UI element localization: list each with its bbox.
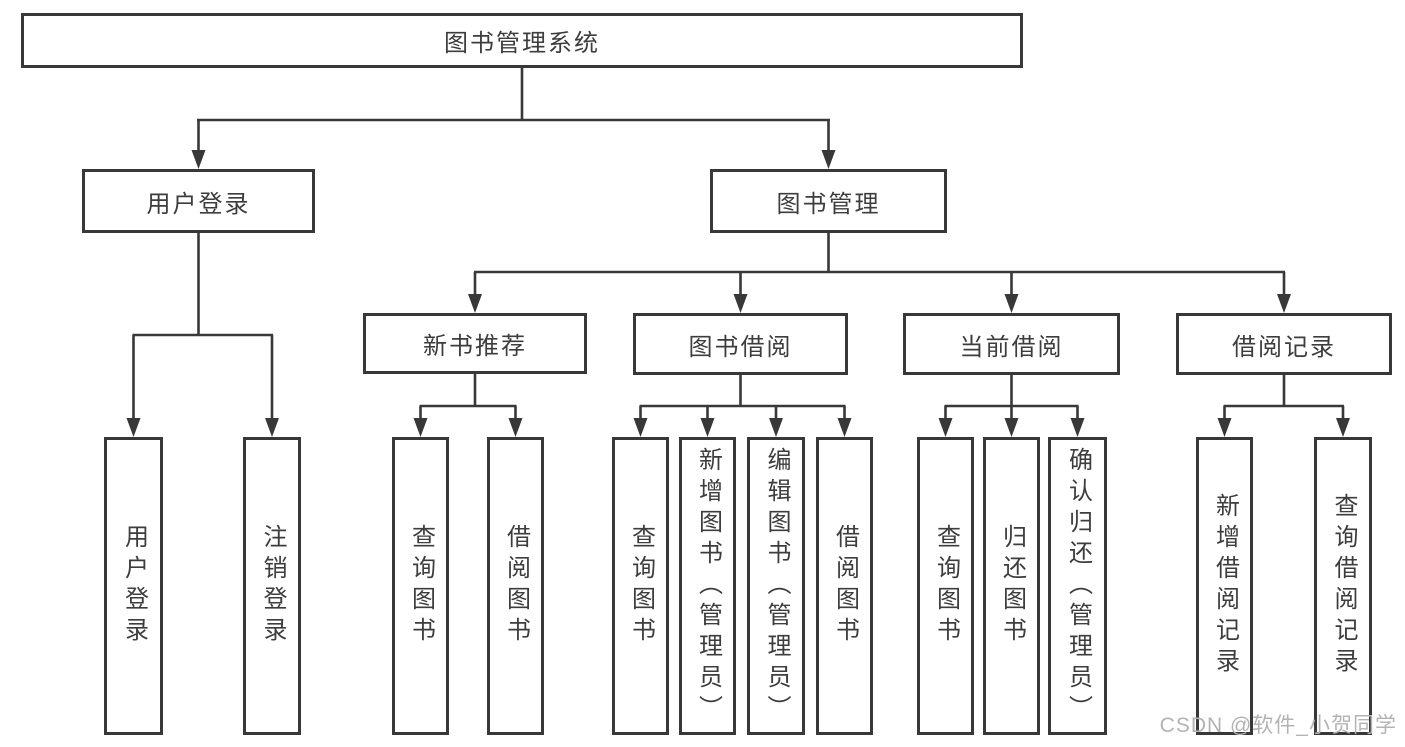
arrowhead <box>468 294 482 313</box>
node-label: 用户登录 <box>146 190 251 218</box>
arrowhead <box>1217 418 1232 437</box>
leaf-label: 新增借阅记录 <box>1211 493 1239 679</box>
leaf-label: 借阅图书 <box>502 524 530 648</box>
arrowhead <box>265 418 279 437</box>
leaf-query-borrow-record: 查询借阅记录 <box>1314 437 1372 735</box>
node-label: 借阅记录 <box>1232 333 1336 361</box>
arrowhead <box>191 150 206 169</box>
arrowhead <box>1070 418 1085 437</box>
leaf-add-borrow-record: 新增借阅记录 <box>1196 437 1253 735</box>
leaf-return-books: 归还图书 <box>983 437 1040 735</box>
arrowhead <box>837 418 852 437</box>
connector-book-mgmt-children <box>473 233 1286 297</box>
leaf-borrow-books-2: 借阅图书 <box>816 437 873 735</box>
arrowhead <box>1277 294 1291 313</box>
node-label: 当前借阅 <box>959 333 1064 361</box>
node-root-label: 图书管理系统 <box>444 30 600 57</box>
leaf-label: 借阅图书 <box>831 524 859 648</box>
leaf-borrow-books-1: 借阅图书 <box>487 437 544 735</box>
node-label: 图书管理 <box>776 190 881 218</box>
leaf-edit-books-admin: 编辑图书（管理员） <box>747 437 805 735</box>
leaf-query-books-3: 查询图书 <box>917 437 974 735</box>
arrowhead <box>769 418 783 437</box>
csdn-watermark: CSDN @软件_小贺同学 <box>1159 714 1397 737</box>
node-borrow-records: 借阅记录 <box>1176 313 1392 375</box>
node-label: 新书推荐 <box>423 333 527 360</box>
leaf-label: 查询图书 <box>407 524 435 648</box>
leaf-logout: 注销登录 <box>243 437 301 735</box>
arrowhead <box>938 418 953 437</box>
leaf-label: 查询借阅记录 <box>1330 493 1357 679</box>
arrowhead <box>633 418 648 437</box>
connector-user-login-children <box>132 233 274 421</box>
arrowhead <box>821 150 836 169</box>
node-user-login: 用户登录 <box>82 169 315 233</box>
leaf-label: 确认归还（管理员） <box>1064 446 1092 726</box>
arrowhead <box>126 418 141 437</box>
leaf-label: 用户登录 <box>120 524 148 648</box>
connector-new-books-children <box>419 374 517 421</box>
leaf-confirm-return-admin: 确认归还（管理员） <box>1048 437 1107 735</box>
arrowhead <box>733 294 748 313</box>
leaf-label: 查询图书 <box>627 524 655 648</box>
leaf-label: 注销登录 <box>259 524 286 648</box>
arrowhead <box>1004 294 1019 313</box>
arrowhead <box>700 418 715 437</box>
connector-current-borrow-children <box>944 374 1079 421</box>
leaf-label: 查询图书 <box>932 524 960 648</box>
leaf-query-books-2: 查询图书 <box>612 437 669 735</box>
node-new-book-recommend: 新书推荐 <box>363 313 587 374</box>
node-label: 图书借阅 <box>688 333 793 361</box>
connector-borrow-records-children <box>1223 374 1345 421</box>
connector-book-borrow-children <box>639 374 846 421</box>
leaf-user-login: 用户登录 <box>104 437 163 735</box>
leaf-label: 编辑图书（管理员） <box>763 446 790 726</box>
leaf-add-books-admin: 新增图书（管理员） <box>679 437 736 735</box>
connector-root-to-level2 <box>197 68 830 153</box>
leaf-label: 新增图书（管理员） <box>694 446 722 726</box>
arrowhead <box>413 418 428 437</box>
leaf-query-books-1: 查询图书 <box>392 437 449 735</box>
arrowhead <box>508 418 523 437</box>
node-book-management: 图书管理 <box>710 169 947 233</box>
node-current-borrow: 当前借阅 <box>903 313 1120 375</box>
arrowhead <box>1336 418 1350 437</box>
leaf-label: 归还图书 <box>998 524 1026 648</box>
node-root-system: 图书管理系统 <box>21 13 1023 68</box>
node-book-borrow: 图书借阅 <box>633 313 848 375</box>
arrowhead <box>1004 418 1019 437</box>
